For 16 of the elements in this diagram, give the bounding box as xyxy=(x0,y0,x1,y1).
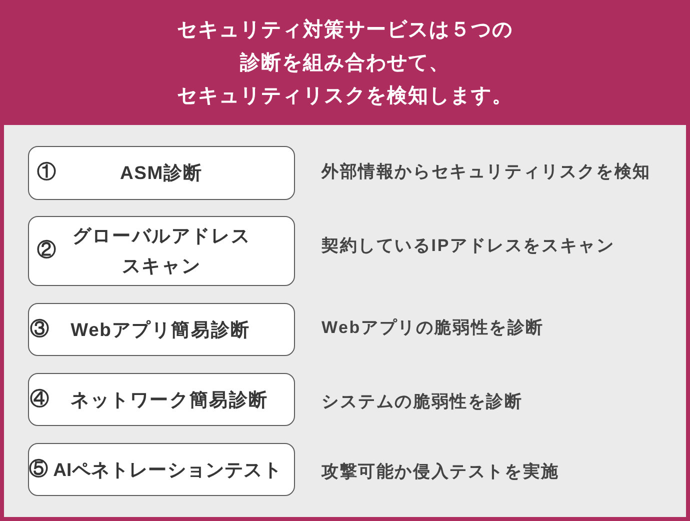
description: Webアプリの脆弱性を診断 xyxy=(322,316,544,338)
service-name: ネットワーク簡易診断 xyxy=(70,388,268,412)
service-name: グローバルアドレススキャン xyxy=(71,224,252,278)
circled-number: ③ xyxy=(30,318,49,340)
circled-number: ④ xyxy=(30,388,49,410)
service-name: ASM診断 xyxy=(120,161,204,185)
description: 外部情報からセキュリティリスクを検知 xyxy=(322,160,651,182)
circled-number: ② xyxy=(37,240,56,262)
service-name: AIペネトレーションテスト xyxy=(53,458,282,482)
service-name: Webアプリ簡易診断 xyxy=(70,318,250,342)
description: システムの脆弱性を診断 xyxy=(322,390,523,412)
title: セキュリティ対策サービスは５つの診断を組み合わせて、セキュリティリスクを検知します。 xyxy=(176,18,514,109)
description: 攻撃可能か侵入テストを実施 xyxy=(322,460,560,482)
circled-number: ① xyxy=(37,162,56,184)
description: 契約しているIPアドレスをスキャン xyxy=(322,234,615,256)
circled-number: ⑤ xyxy=(29,458,48,480)
